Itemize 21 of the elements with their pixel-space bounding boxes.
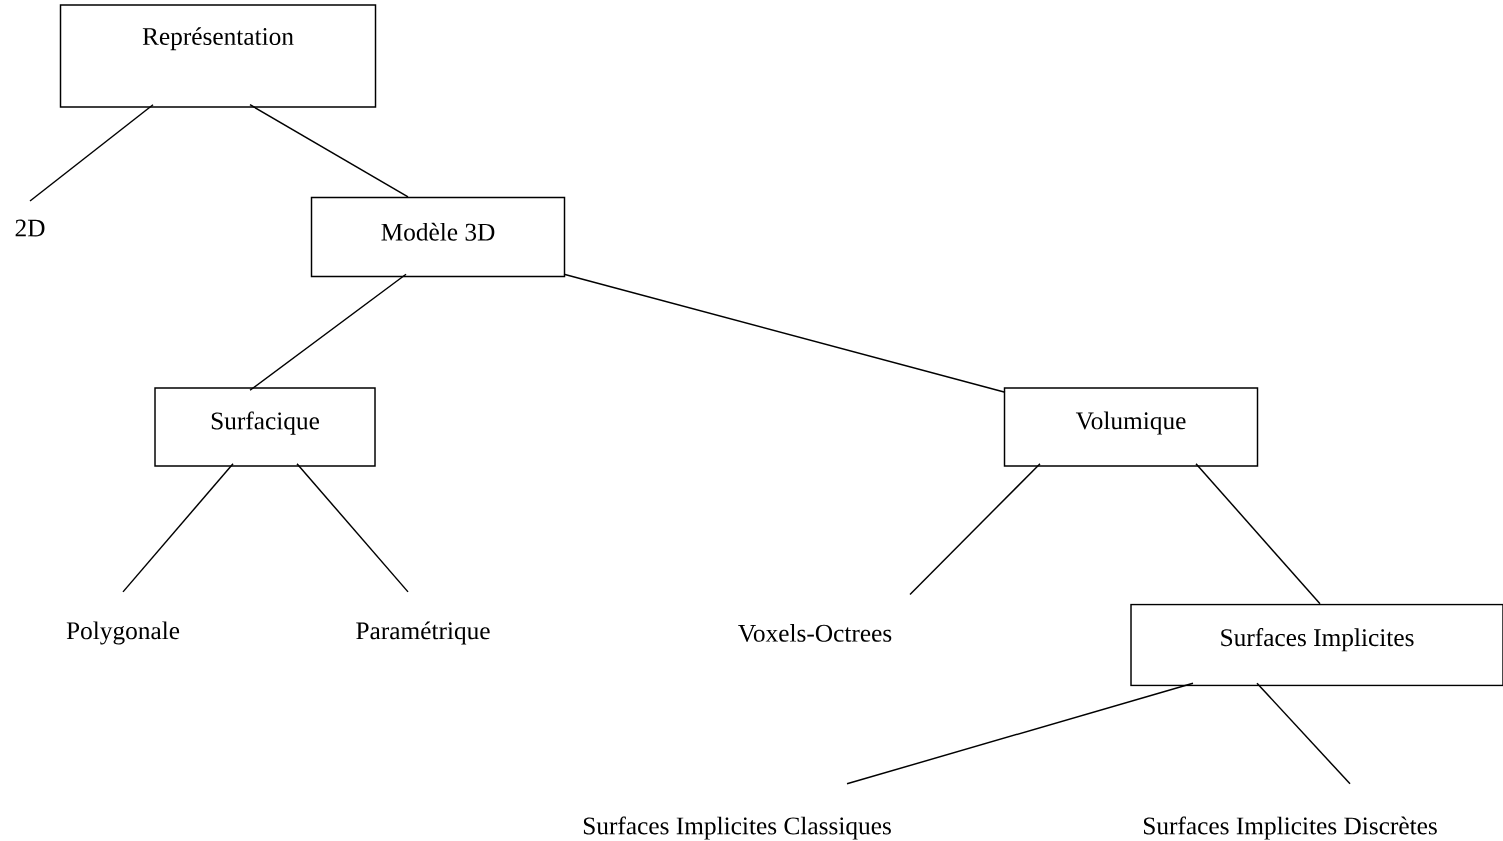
node-label: Voxels-Octrees bbox=[738, 624, 892, 642]
connector-line bbox=[563, 273, 1006, 393]
node-label: Paramétrique bbox=[356, 621, 490, 645]
connector-line bbox=[249, 104, 409, 198]
node-label: Polygonale bbox=[66, 621, 180, 645]
box: Modèle 3D bbox=[310, 196, 566, 278]
box: Surfaces Implicites bbox=[1130, 603, 1503, 687]
connector-line bbox=[29, 104, 154, 202]
box: Volumique bbox=[1003, 387, 1259, 467]
connector-line bbox=[846, 682, 1194, 785]
connector-line bbox=[122, 463, 234, 593]
connector-line bbox=[249, 273, 407, 391]
connector-line bbox=[1195, 463, 1321, 605]
node-label: 2D bbox=[15, 219, 45, 237]
node-label: Surfaces Implicites Classiques bbox=[583, 816, 891, 840]
node-label: Surfaces Implicites Discrètes bbox=[1144, 816, 1437, 840]
connector-line bbox=[296, 463, 409, 593]
box: Représentation bbox=[59, 4, 377, 108]
connector-line bbox=[909, 463, 1041, 596]
connector-line bbox=[1256, 682, 1351, 785]
box: Surfacique bbox=[154, 387, 376, 467]
